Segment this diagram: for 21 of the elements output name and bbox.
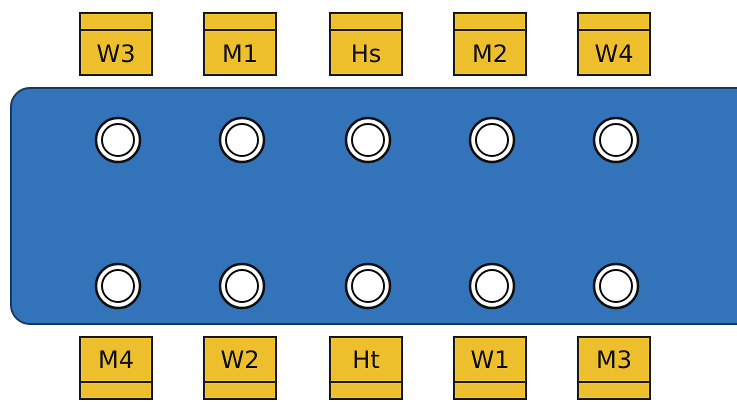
plate (468, 262, 516, 310)
chair: W2 (203, 336, 277, 400)
plate (344, 116, 392, 164)
chair: Ht (329, 336, 403, 400)
plate (468, 116, 516, 164)
chair: Hs (329, 12, 403, 76)
chair: W1 (453, 336, 527, 400)
chair: M1 (203, 12, 277, 76)
chair: W4 (577, 12, 651, 76)
chair: M2 (453, 12, 527, 76)
plate (218, 262, 266, 310)
plate (344, 262, 392, 310)
chair: W3 (79, 12, 153, 76)
table (10, 87, 737, 325)
plate (592, 116, 640, 164)
chair: M3 (577, 336, 651, 400)
plate (94, 116, 142, 164)
chair: M4 (79, 336, 153, 400)
plate (218, 116, 266, 164)
plate (592, 262, 640, 310)
plate (94, 262, 142, 310)
